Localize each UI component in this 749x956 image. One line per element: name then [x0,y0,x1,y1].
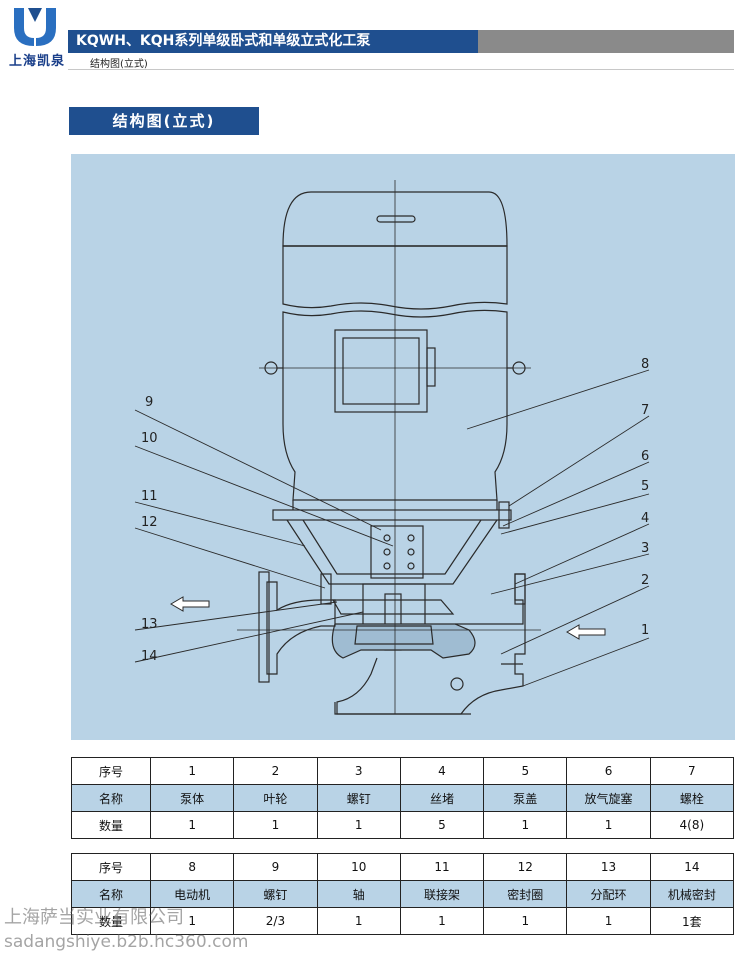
table-cell: 10 [316,853,401,881]
table-cell: 泵体 [149,784,235,812]
callout-14: 14 [141,649,158,664]
watermark-company: 上海萨当实业有限公司 [4,907,184,928]
table-cell: 1 [316,907,401,935]
row-label: 名称 [71,880,151,908]
page-title: KQWH、KQH系列单级卧式和单级立式化工泵 [68,30,478,53]
pump-drawing: 8 7 6 5 4 3 2 1 9 10 11 12 13 14 [134,180,649,715]
table-cell: 螺钉 [316,784,401,812]
pump-structure-diagram: 8 7 6 5 4 3 2 1 9 10 11 12 13 14 [71,154,735,740]
table-cell: 丝堵 [399,784,485,812]
callout-2: 2 [641,573,649,588]
callout-12: 12 [141,515,158,530]
callout-6: 6 [641,449,649,464]
table-cell: 6 [566,757,651,785]
table-row: 名称 泵体 叶轮 螺钉 丝堵 泵盖 放气旋塞 螺栓 [71,784,735,812]
callout-8: 8 [641,357,649,372]
callout-1: 1 [641,623,649,638]
callout-5: 5 [641,479,649,494]
table-cell: 9 [233,853,318,881]
table-cell: 14 [649,853,735,881]
callout-9: 9 [145,395,153,410]
table-row: 序号 1 2 3 4 5 6 7 [71,757,735,785]
table-cell: 泵盖 [483,784,568,812]
row-label: 序号 [71,757,151,785]
logo-mark-icon [14,8,56,46]
row-label: 数量 [71,811,151,839]
callout-3: 3 [641,541,649,556]
callout-13: 13 [141,617,158,632]
parts-table-1: 序号 1 2 3 4 5 6 7 名称 泵体 叶轮 螺钉 丝堵 泵盖 放气旋塞 … [71,757,735,839]
logo-text: 上海凯泉 [8,54,65,69]
table-cell: 1 [316,811,401,839]
table-cell: 1 [566,907,651,935]
table-cell: 电动机 [149,880,235,908]
callout-10: 10 [141,431,158,446]
table-cell: 轴 [316,880,401,908]
table-cell: 1 [149,811,235,839]
page-subtitle: 结构图(立式) [90,59,148,70]
table-cell: 5 [483,757,568,785]
table-cell: 4(8) [649,811,735,839]
table-cell: 13 [566,853,651,881]
table-cell: 1 [399,907,485,935]
table-cell: 7 [649,757,735,785]
table-cell: 1 [483,811,568,839]
table-cell: 1 [149,757,235,785]
table-row: 数量 1 1 1 5 1 1 4(8) [71,811,735,839]
row-label: 名称 [71,784,151,812]
table-cell: 放气旋塞 [566,784,651,812]
table-cell: 分配环 [566,880,651,908]
section-title: 结构图(立式) [69,107,259,135]
table-cell: 3 [316,757,401,785]
table-cell: 12 [483,853,568,881]
table-cell: 1套 [649,907,735,935]
table-cell: 5 [399,811,485,839]
table-cell: 4 [399,757,485,785]
company-logo: 上海凯泉 [4,6,66,69]
table-cell: 螺钉 [233,880,318,908]
table-cell: 叶轮 [233,784,318,812]
table-cell: 1 [233,811,318,839]
table-cell: 1 [483,907,568,935]
table-cell: 密封圈 [483,880,568,908]
table-cell: 11 [399,853,485,881]
watermark: 上海萨当实业有限公司 sadangshiye.b2b.hc360.com [4,906,248,954]
row-label: 数量 [71,907,151,935]
callout-7: 7 [641,403,649,418]
table-cell: 联接架 [399,880,485,908]
table-cell: 8 [149,853,235,881]
parts-table-2: 序号 8 9 10 11 12 13 14 名称 电动机 螺钉 轴 联接架 密封… [71,853,735,935]
header-divider [68,69,734,70]
table-row: 名称 电动机 螺钉 轴 联接架 密封圈 分配环 机械密封 [71,880,735,908]
title-bar: KQWH、KQH系列单级卧式和单级立式化工泵 [68,30,734,53]
table-cell: 机械密封 [649,880,735,908]
table-cell: 螺栓 [649,784,735,812]
table-cell: 2 [233,757,318,785]
table-row: 序号 8 9 10 11 12 13 14 [71,853,735,881]
row-label: 序号 [71,853,151,881]
callout-11: 11 [141,489,158,504]
watermark-url: sadangshiye.b2b.hc360.com [4,932,249,952]
callout-4: 4 [641,511,649,526]
table-row: 数量 1 2/3 1 1 1 1 1套 [71,907,735,935]
table-cell: 1 [566,811,651,839]
